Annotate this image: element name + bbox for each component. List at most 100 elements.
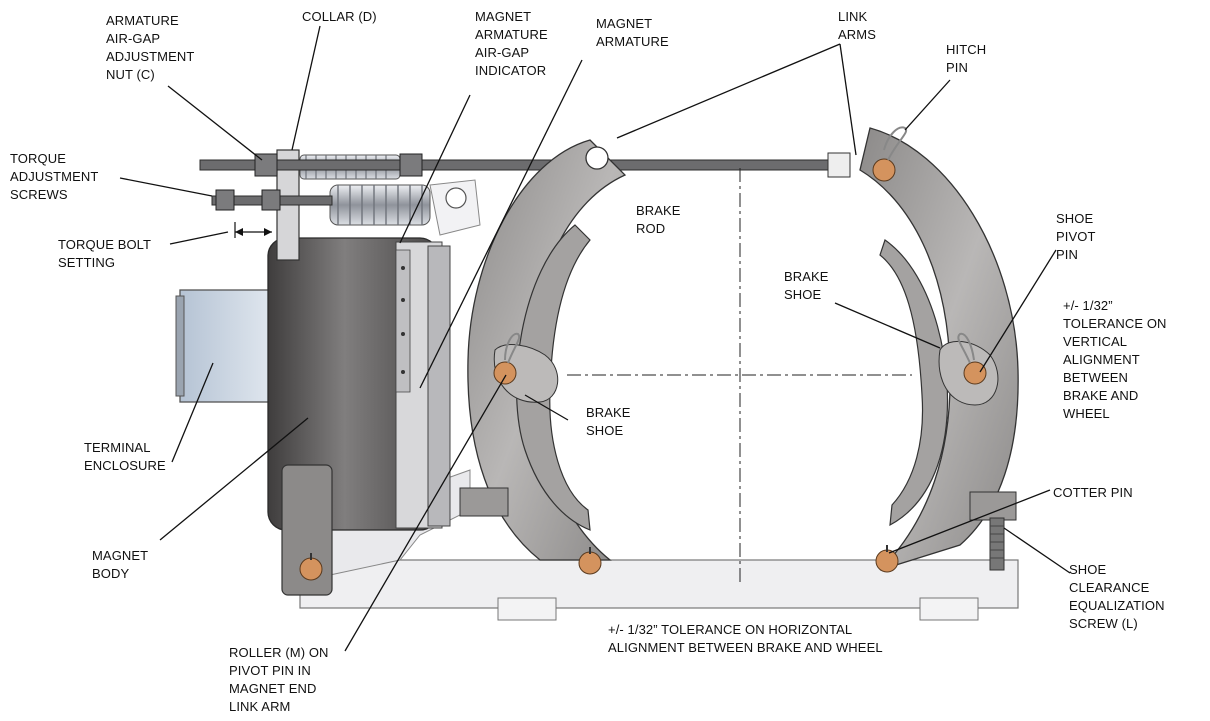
shoe-clearance-line-1: SHOE [1069,562,1106,577]
hitch-pin-icon [872,126,908,182]
armature-nut-line-3: ADJUSTMENT [106,49,194,64]
brake-shoe-right-line-1: BRAKE [784,269,829,284]
callout-magnet-body: MAGNET BODY [92,548,148,581]
lower-clevis-tabs [459,487,1017,521]
callout-roller: ROLLER (M) ON PIVOT PIN IN MAGNET END LINK … [229,645,329,714]
cotter-pin-icon [875,545,899,573]
armature-nut-line-2: AIR-GAP [106,31,160,46]
right-link-arm [859,127,1019,571]
link-arms-line-1: LINK [838,9,868,24]
roller-line-2: PIVOT PIN IN [229,663,311,678]
torque-bolt-dimension [234,222,272,238]
terminal-enclosure-line-1: TERMINAL [84,440,151,455]
wheel-centerlines [567,168,912,585]
roller-line-1: ROLLER (M) ON [229,645,329,660]
torque-adjustment-screws [211,189,333,211]
airgap-indicator-line-2: ARMATURE [475,27,548,42]
torque-bolt-line-2: SETTING [58,255,115,270]
right-shoe-pivot-pin-icon [957,332,987,385]
link-arms-line-2: ARMS [838,27,876,42]
horizontal-tolerance-line-1: +/- 1/32” TOLERANCE ON HORIZONTAL [608,622,852,637]
brake-shoe-left-line-1: BRAKE [586,405,631,420]
callout-terminal-enclosure: TERMINAL ENCLOSURE [84,440,166,473]
shoe-clearance-line-2: CLEARANCE [1069,580,1150,595]
airgap-indicator-line-1: MAGNET [475,9,531,24]
callout-brake-rod: BRAKE ROD [636,203,681,236]
svg-text:+/- 1/32” TOLERANCE ON HORIZON: +/- 1/32” TOLERANCE ON HORIZONTAL ALIGNME… [608,622,883,655]
hitch-pin-line-1: HITCH [946,42,986,57]
airgap-indicator-line-3: AIR-GAP [475,45,529,60]
horizontal-tolerance-line-2: ALIGNMENT BETWEEN BRAKE AND WHEEL [608,640,883,655]
magnet-armature-line-1: MAGNET [596,16,652,31]
cotter-pin-line-1: COTTER PIN [1053,485,1133,500]
callout-vertical-tolerance: +/- 1/32” TOLERANCE ON VERTICAL ALIGNMENT BE… [1063,298,1167,421]
callout-link-arms: LINK ARMS [838,9,876,42]
shoe-pivot-pin-line-2: PIVOT [1056,229,1096,244]
brake-rod-line-2: ROD [636,221,665,236]
vertical-tolerance-line-5: BETWEEN [1063,370,1128,385]
svg-text:COTTER PIN: COTTER PIN [1053,485,1133,500]
equalization-screw [989,517,1005,571]
shoe-clearance-line-4: SCREW (L) [1069,616,1138,631]
shoe-clearance-line-3: EQUALIZATION [1069,598,1165,613]
leader-lines [119,25,1071,652]
vertical-tolerance-line-6: BRAKE AND [1063,388,1138,403]
callout-collar: COLLAR (D) [302,9,377,24]
callout-cotter-pin: COTTER PIN [1053,485,1133,500]
pins [299,126,987,581]
vertical-tolerance-line-3: VERTICAL [1063,334,1127,349]
brake-rod [199,152,851,178]
svg-text:COLLAR (D): COLLAR (D) [302,9,377,24]
callout-brake-shoe-left: BRAKE SHOE [586,405,631,438]
armature-nut-line-4: NUT (C) [106,67,155,82]
left-shoe-pivot-pin-icon [493,332,521,385]
lower-spring [329,184,431,226]
terminal-enclosure [175,289,271,403]
shoe-pivot-pin-line-3: PIN [1056,247,1078,262]
roller-pin-icon [299,553,323,581]
torque-screws-line-2: ADJUSTMENT [10,169,98,184]
shoe-pivot-pin-line-1: SHOE [1056,211,1093,226]
roller-line-4: LINK ARM [229,699,290,714]
callout-hitch-pin: HITCH PIN [946,42,986,75]
torque-screws-line-3: SCREWS [10,187,68,202]
brake-rod-line-1: BRAKE [636,203,681,218]
magnet-armature [427,245,451,527]
callout-shoe-clearance: SHOE CLEARANCE EQUALIZATION SCREW (L) [1069,562,1165,631]
vertical-tolerance-line-4: ALIGNMENT [1063,352,1140,367]
vertical-tolerance-line-1: +/- 1/32” [1063,298,1113,313]
magnet-body-line-1: MAGNET [92,548,148,563]
callout-horizontal-tolerance: +/- 1/32” TOLERANCE ON HORIZONTAL ALIGNME… [608,622,883,655]
vertical-tolerance-line-2: TOLERANCE ON [1063,316,1167,331]
roller-line-3: MAGNET END [229,681,316,696]
terminal-enclosure-line-2: ENCLOSURE [84,458,166,473]
brake-shoe-right-line-2: SHOE [784,287,821,302]
vertical-tolerance-line-7: WHEEL [1063,406,1110,421]
collar-line-1: COLLAR (D) [302,9,377,24]
hitch-pin-line-2: PIN [946,60,968,75]
brake-shoe-left-line-2: SHOE [586,423,623,438]
magnet-body-line-2: BODY [92,566,129,581]
